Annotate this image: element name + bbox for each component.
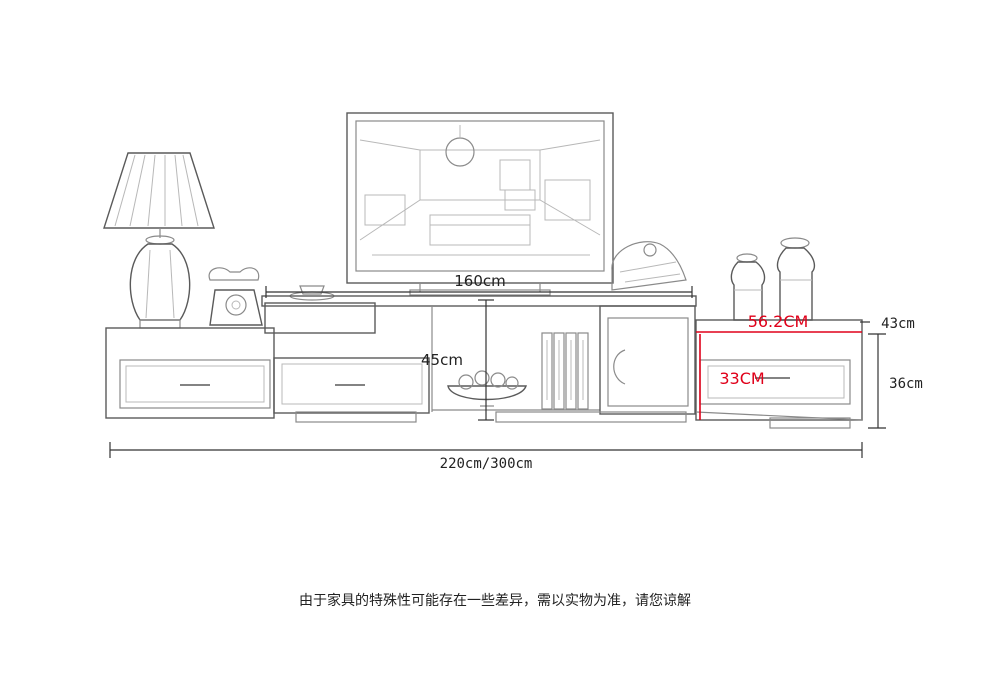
dimension-cabinet-width: 220cm/300cm xyxy=(109,442,863,472)
dimension-label-side-height: 36cm xyxy=(889,376,923,392)
telephone-sketch xyxy=(208,267,263,326)
vases-sketch xyxy=(730,237,816,321)
fruit-bowl-sketch xyxy=(447,370,527,407)
dimension-tv-width: 160cm xyxy=(265,272,693,298)
disclaimer-caption: 由于家具的特殊性可能存在一些差异，需以实物为准，请您谅解 xyxy=(299,593,691,609)
dimension-label-shelf-height: 45cm xyxy=(421,351,463,369)
tv-sketch xyxy=(346,112,614,296)
dimension-label-cabinet-width: 220cm/300cm xyxy=(440,456,533,472)
books-sketch xyxy=(541,332,589,410)
dimension-label-side-depth: 43cm xyxy=(881,316,915,332)
lamp-sketch xyxy=(103,152,215,329)
dimension-drawer-height: 33CM xyxy=(699,334,765,420)
dimension-side-depth: 43cm xyxy=(860,316,915,332)
dimension-label-drawer-width: 56.2CM xyxy=(748,312,809,331)
dimension-drawer-width: 56.2CM xyxy=(696,312,862,333)
ornament-sketch xyxy=(611,241,687,291)
dimension-label-tv-width: 160cm xyxy=(454,272,506,290)
dimension-shelf-height: 45cm xyxy=(421,299,494,421)
dimension-side-height: 36cm xyxy=(868,333,923,429)
teacup-sketch xyxy=(289,285,335,301)
dimension-label-drawer-height: 33CM xyxy=(719,369,764,388)
